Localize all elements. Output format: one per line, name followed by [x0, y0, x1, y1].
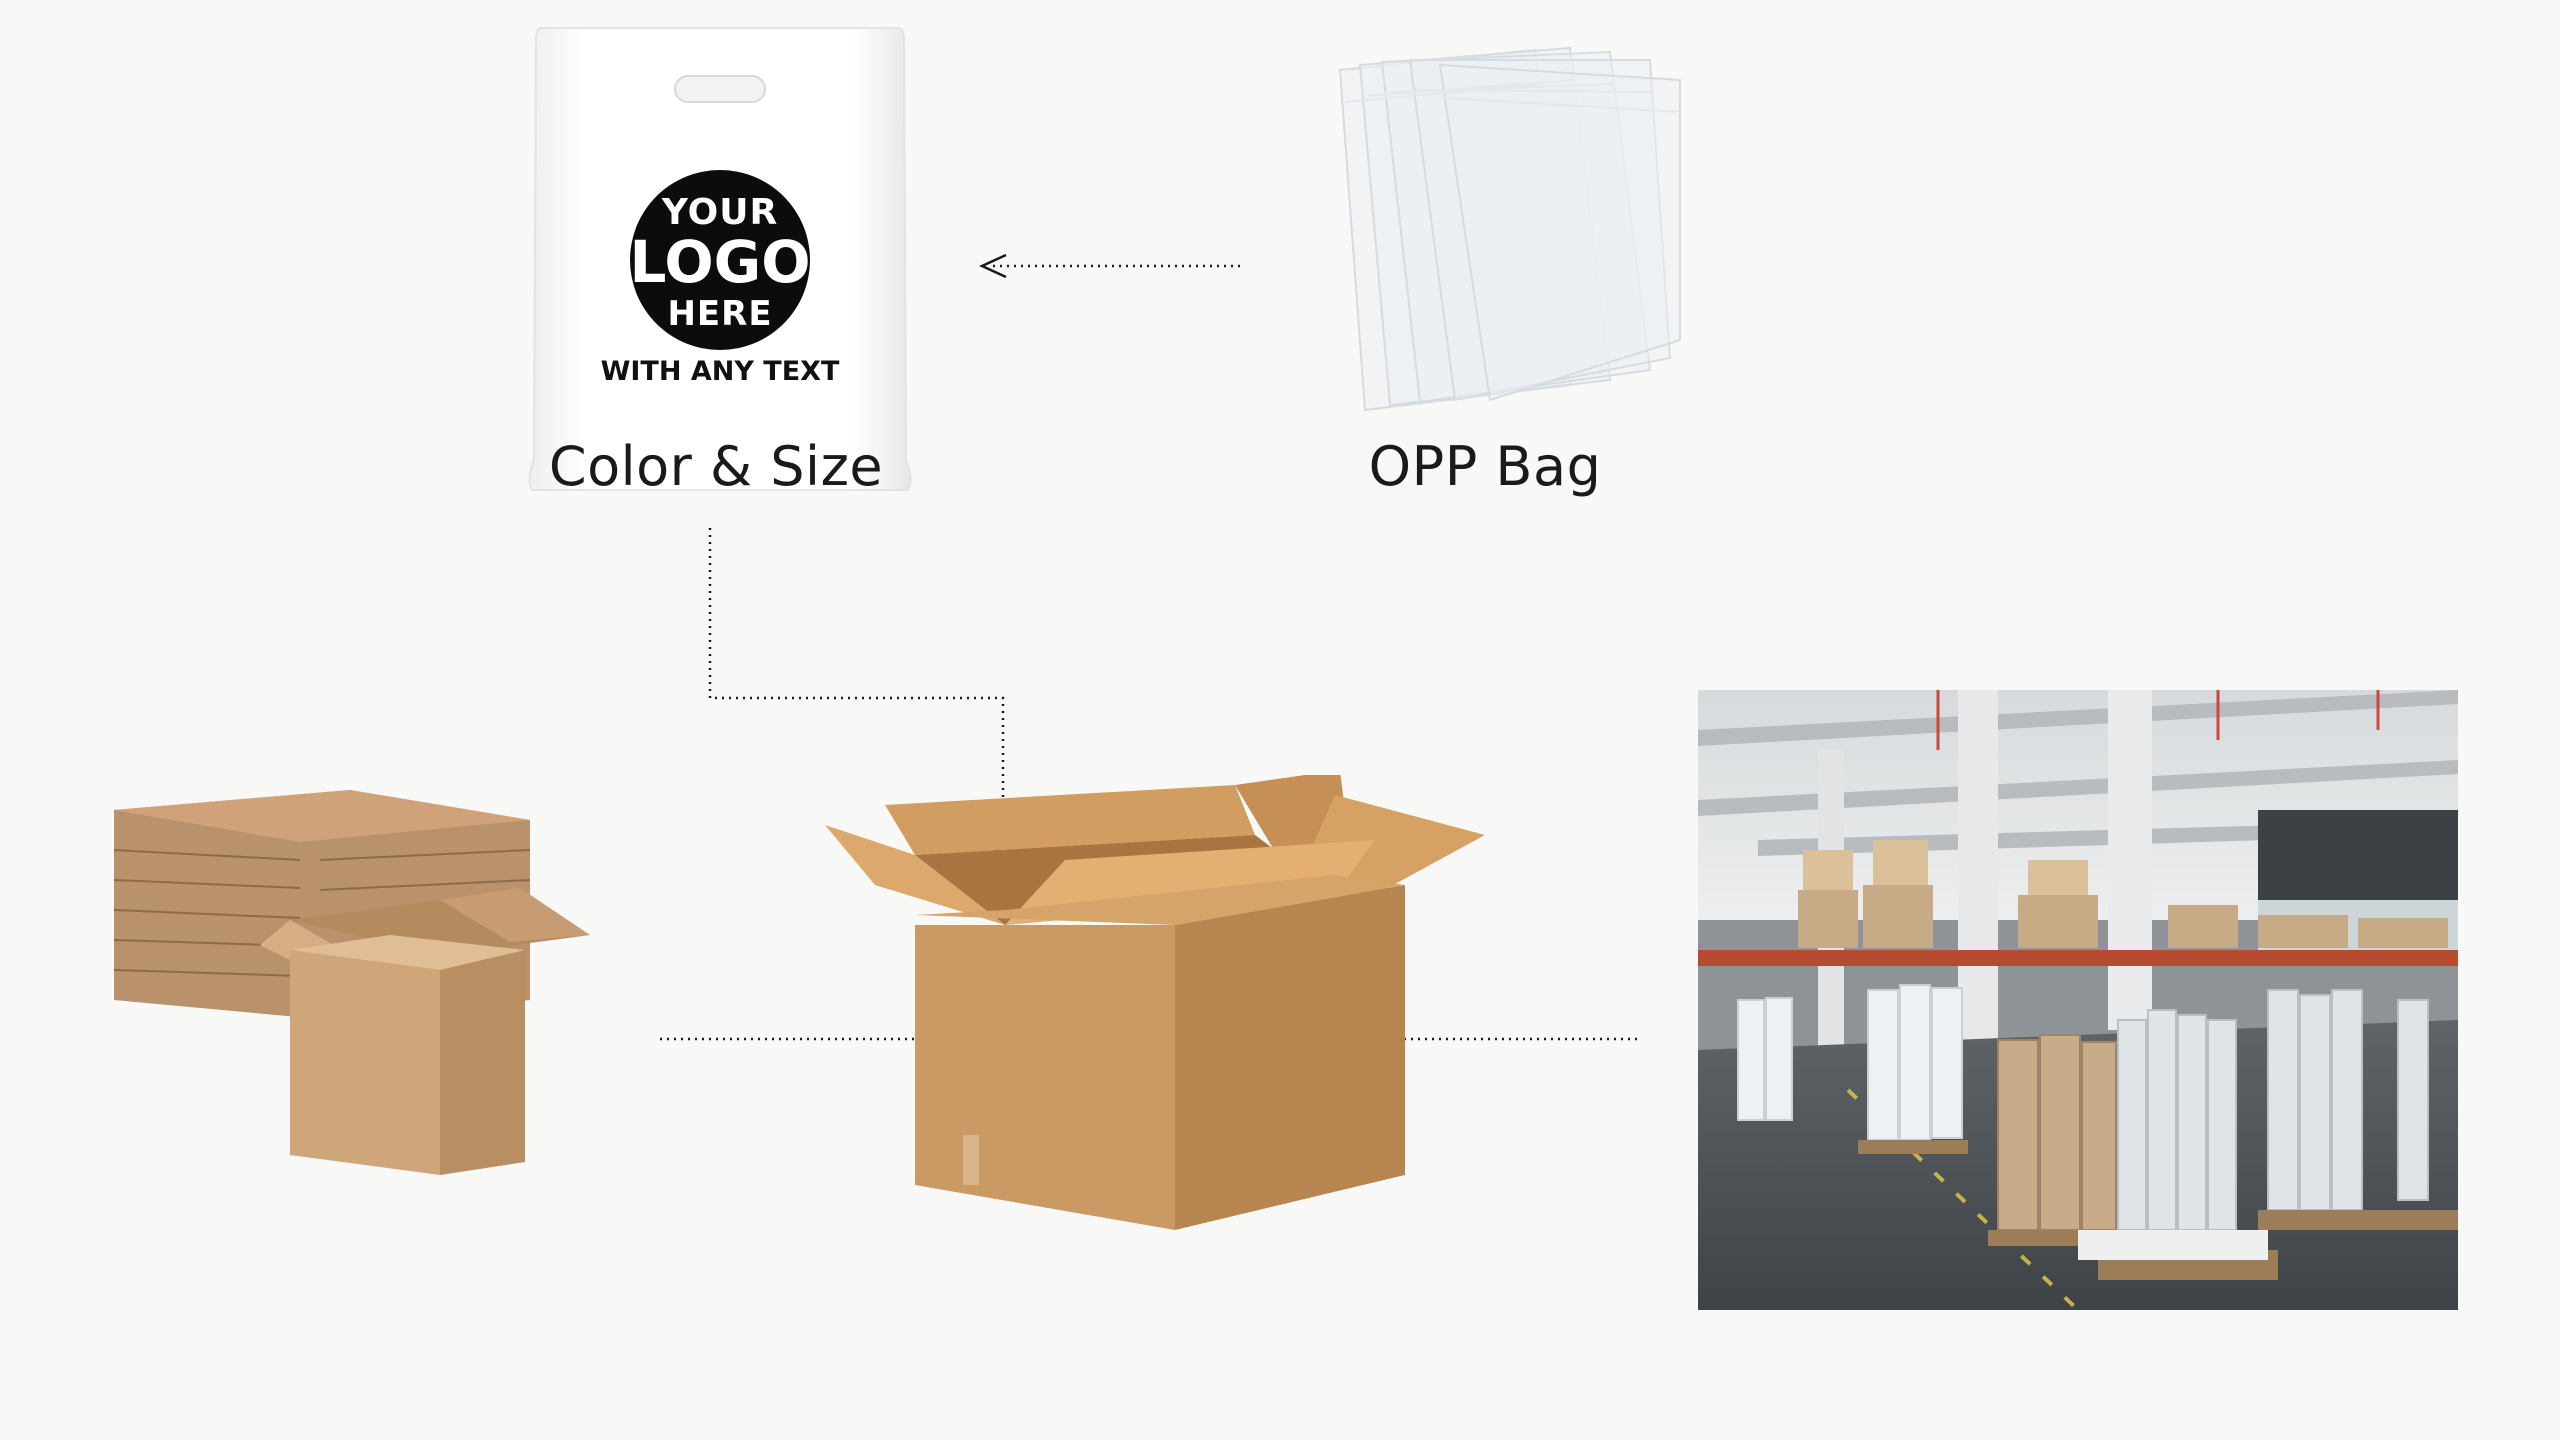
logo-text-your: YOUR	[661, 192, 779, 233]
opp-caption: OPP Bag	[1368, 435, 1602, 498]
open-box-icon	[825, 775, 1485, 1230]
logo-text-logo: LOGO	[629, 228, 811, 296]
logo-tagline: WITH ANY TEXT	[600, 356, 840, 387]
logo-circle	[630, 170, 810, 350]
opp-bag-icon	[1338, 46, 1681, 412]
logo-text-here: HERE	[667, 294, 773, 334]
bag-caption: Color & Size	[548, 435, 884, 498]
flat-boxes-icon	[113, 790, 590, 1175]
arrow-opp-to-bag	[978, 253, 1240, 279]
plastic-bag-icon	[528, 27, 912, 491]
warehouse-photo	[1698, 690, 2458, 1310]
